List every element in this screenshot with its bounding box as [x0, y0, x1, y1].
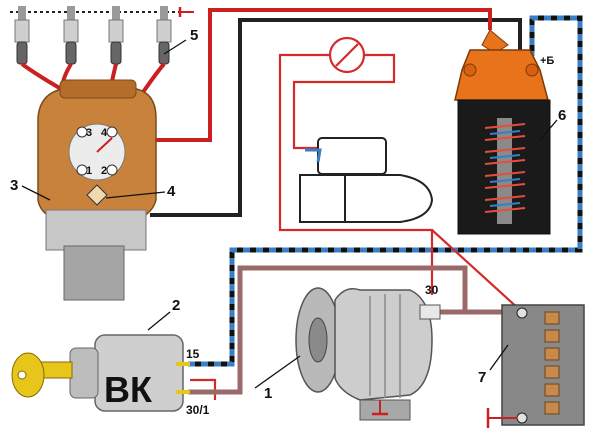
starter-motor [299, 174, 434, 223]
spark-plug-1 [14, 6, 30, 65]
label-breaker: 4 [167, 183, 176, 200]
spark-plugs [10, 6, 194, 65]
terminal-label-30-1: 30/1 [186, 403, 210, 417]
wire-low-tension [150, 18, 522, 217]
alternator-terminal-30 [419, 304, 441, 320]
key-hole [17, 370, 27, 380]
leader-2 [147, 311, 171, 331]
cap-terminal-3 [76, 126, 88, 138]
coil-hv-tower [481, 29, 509, 51]
cap-terminal-2 [106, 164, 118, 176]
leader-3 [21, 185, 51, 201]
starter [299, 137, 434, 223]
switch-lock-barrel [69, 347, 99, 399]
label-ignition-switch: 2 [172, 297, 180, 314]
terminal-label-30: 30 [425, 283, 439, 297]
ignition-switch: ВК [11, 334, 190, 412]
coil-winding [484, 123, 526, 213]
coil-terminal-minus [463, 63, 477, 77]
alternator [295, 287, 441, 421]
label-hv-leads: 5 [190, 27, 198, 44]
label-battery: 7 [478, 369, 486, 386]
coil-terminal-plus [525, 63, 539, 77]
leader-4 [105, 191, 166, 199]
cap-label-2: 2 [101, 165, 107, 177]
alternator-fins [369, 294, 401, 398]
distributor-shaft-housing [63, 245, 125, 301]
key-head [11, 352, 45, 398]
leader-5 [163, 39, 187, 55]
distributor-base [45, 209, 147, 251]
leader-lines [21, 39, 558, 389]
label-distributor: 3 [10, 177, 18, 194]
label-coil: 6 [558, 107, 566, 124]
distributor-cap-top [59, 79, 137, 99]
wire-battery-plus [431, 229, 521, 311]
alternator-pulley-hub [308, 317, 328, 363]
battery-body [501, 304, 585, 426]
cap-label-4: 4 [101, 127, 108, 139]
leader-7 [489, 344, 509, 371]
battery-terminal-plus [516, 307, 528, 319]
coil-winding-secondary [489, 130, 521, 207]
key-blade [39, 361, 73, 379]
cap-label-1: 1 [86, 165, 92, 177]
cap-label-3: 3 [86, 127, 92, 139]
wire-switched-15 [188, 15, 583, 367]
ignition-coil [454, 29, 551, 235]
spark-plug-3 [108, 6, 124, 65]
label-alternator: 1 [264, 385, 272, 402]
leader-6 [539, 119, 558, 141]
alternator-housing [334, 288, 433, 401]
cap-terminal-4 [106, 126, 118, 138]
alternator-mount [359, 399, 411, 421]
cap-terminal-1 [76, 164, 88, 176]
spark-plug-2 [63, 6, 79, 65]
starter-solenoid [317, 137, 387, 175]
hv-lead-coil [116, 8, 492, 142]
distributor: 3 4 1 2 [37, 79, 157, 301]
battery [486, 304, 585, 428]
battery-cell-caps [544, 311, 560, 415]
terminal-label-plus-b: +Б [540, 55, 554, 67]
breaker-cam [86, 184, 108, 206]
starter-terminal [305, 148, 322, 163]
control-lamp [328, 36, 366, 74]
wire-lamp-loop [292, 53, 396, 150]
spark-plug-4 [156, 6, 172, 65]
rotor-arm [96, 137, 113, 153]
switch-overlay-text: ВК [104, 369, 153, 410]
terminal-label-15: 15 [186, 347, 200, 361]
battery-terminal-minus [516, 412, 528, 424]
wire-charge [188, 265, 520, 395]
leader-1 [254, 355, 301, 389]
wire-starter-feed [278, 53, 434, 295]
